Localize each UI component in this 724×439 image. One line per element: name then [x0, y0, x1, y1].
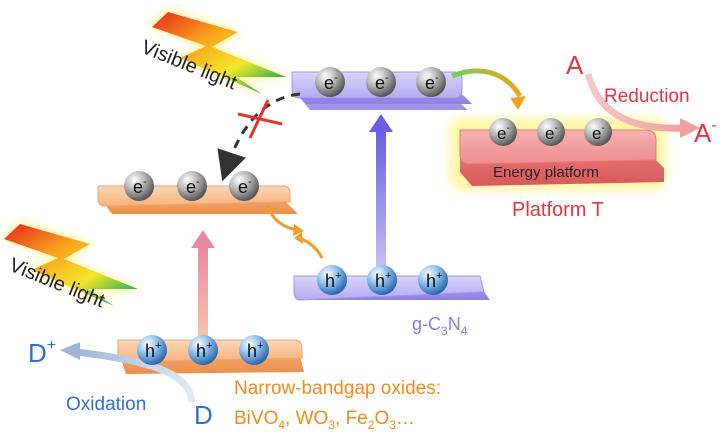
svg-text:e-: e- — [238, 176, 252, 197]
oxides-title-label: Narrow-bandgap oxides: — [234, 378, 441, 399]
svg-text:e-: e- — [324, 72, 338, 93]
svg-text:e-: e- — [425, 72, 439, 93]
donor-d-label: D — [194, 400, 213, 430]
reactant-a-label: A — [566, 50, 584, 80]
electron-platform-3: e- — [584, 118, 612, 146]
hole-oxide-1: h+ — [137, 335, 167, 365]
svg-text:e-: e- — [186, 176, 200, 197]
svg-text:e-: e- — [545, 123, 558, 143]
electron-gcn-1: e- — [315, 67, 345, 97]
product-a-label: A- — [694, 117, 717, 148]
hole-gcn-3: h+ — [418, 265, 448, 295]
blocked-cross-icon — [237, 99, 283, 139]
svg-text:e-: e- — [497, 123, 510, 143]
svg-text:e-: e- — [592, 123, 605, 143]
gcn-label: g-C3N4 — [412, 314, 468, 338]
oxide-excitation-arrow — [191, 230, 215, 344]
electron-platform-1: e- — [489, 118, 517, 146]
svg-text:h+: h+ — [426, 270, 442, 291]
electron-oxide-2: e- — [177, 171, 207, 201]
hole-gcn-1: h+ — [317, 265, 347, 295]
svg-text:h+: h+ — [247, 340, 263, 361]
electron-gcn-2: e- — [366, 67, 396, 97]
platform-t-label: Platform T — [512, 199, 604, 221]
svg-text:h+: h+ — [375, 270, 391, 291]
hole-oxide-2: h+ — [188, 335, 218, 365]
electron-transfer-arrow — [451, 68, 523, 98]
electron-oxide-3: e- — [229, 171, 259, 201]
gcn-excitation-arrow — [369, 114, 393, 272]
hole-gcn-2: h+ — [367, 265, 397, 295]
svg-text:e-: e- — [133, 176, 147, 197]
product-d-label: D+ — [28, 337, 56, 368]
lightning-bolt-icon-top — [150, 10, 290, 98]
oxidation-label: Oxidation — [66, 394, 146, 415]
energy-platform-label: Energy platform — [493, 164, 599, 181]
svg-text:h+: h+ — [196, 340, 212, 361]
electron-platform-2: e- — [537, 118, 565, 146]
blocked-transfer-arrow — [217, 92, 301, 182]
oxidation-arrow — [75, 348, 196, 403]
electron-oxide-1: e- — [124, 171, 154, 201]
hole-oxide-3: h+ — [239, 335, 269, 365]
oxides-formula-label: BiVO4, WO3, Fe2O3… — [234, 408, 415, 432]
reduction-arrow — [584, 73, 687, 132]
electron-gcn-3: e- — [416, 67, 446, 97]
svg-text:e-: e- — [375, 72, 389, 93]
svg-text:h+: h+ — [325, 270, 341, 291]
svg-text:h+: h+ — [145, 340, 161, 361]
lightning-bolt-icon-bottom — [2, 222, 142, 310]
reduction-label: Reduction — [604, 86, 690, 107]
